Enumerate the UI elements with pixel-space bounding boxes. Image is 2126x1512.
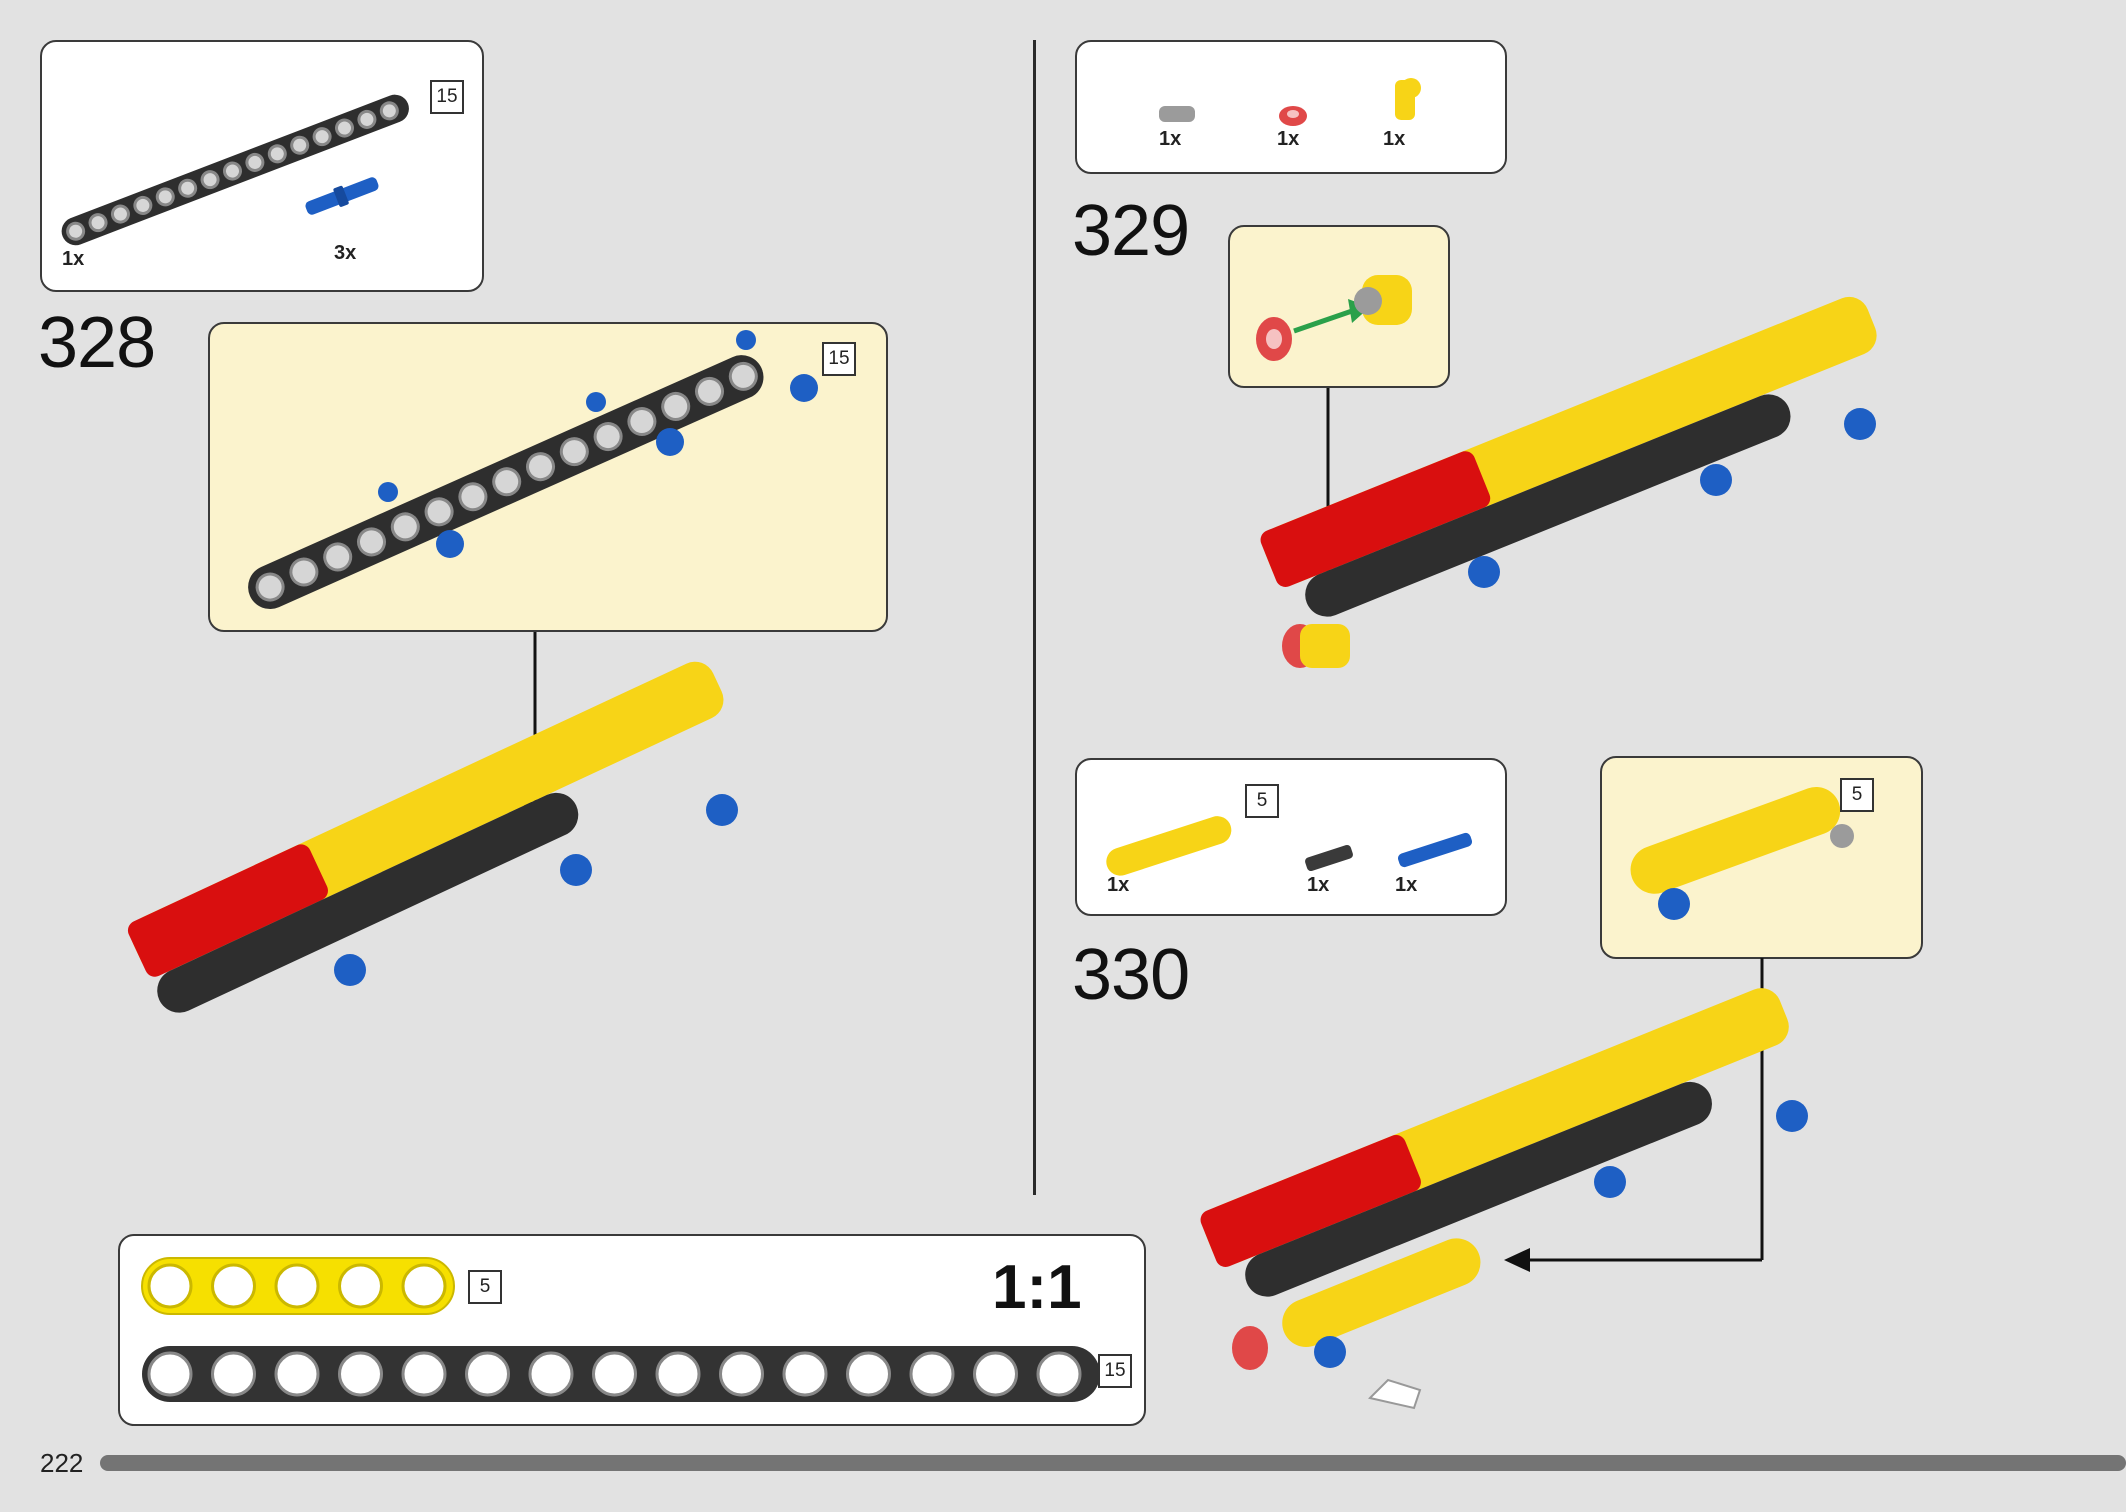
beam-hole xyxy=(1036,1351,1082,1397)
beam-hole xyxy=(133,195,153,215)
step-number-330: 330 xyxy=(1072,935,1190,1015)
beam-hole xyxy=(211,1263,256,1309)
qty-pin: 3x xyxy=(334,242,357,264)
beam-hole xyxy=(424,497,454,527)
qty-beam: 1x xyxy=(62,248,85,270)
beam-hole xyxy=(274,1263,320,1309)
beam-hole xyxy=(593,422,623,452)
beam-hole xyxy=(147,1351,193,1397)
length-badge-5: 5 xyxy=(468,1270,502,1304)
step-number-329: 329 xyxy=(1072,191,1190,271)
beam-hole xyxy=(973,1351,1018,1397)
beam-hole xyxy=(782,1351,828,1397)
callout-328: 15 xyxy=(208,322,888,632)
beam-with-pins-sub-assembly xyxy=(248,330,818,610)
beam-hole xyxy=(338,1351,383,1397)
length-badge: 15 xyxy=(822,342,856,376)
beam-hole xyxy=(728,361,758,391)
qty-axle-pin: 1x xyxy=(1159,128,1182,150)
beam-hole xyxy=(267,144,287,164)
beam-hole xyxy=(655,1351,701,1397)
beam-hole xyxy=(200,170,220,190)
parts-list-329: 1x 1x 1x xyxy=(1075,40,1507,174)
beam-hole xyxy=(88,213,108,233)
beam-hole xyxy=(290,135,310,155)
beam-hole xyxy=(178,178,198,198)
callout-330: 5 xyxy=(1600,756,1923,959)
scale-reference-box: 5 15 1:1 xyxy=(118,1234,1146,1426)
beam-hole xyxy=(528,1351,574,1397)
length-badge-15: 15 xyxy=(1098,1354,1132,1388)
beam-5-sub-assembly xyxy=(1630,786,1854,920)
model-assembly-330 xyxy=(1200,988,1808,1410)
qty-connector: 1x xyxy=(1383,128,1406,150)
beam-hole xyxy=(559,437,589,467)
page-divider xyxy=(1033,40,1036,1195)
beam-hole xyxy=(274,1351,320,1397)
beam-hole xyxy=(312,127,332,147)
model-assembly-328 xyxy=(127,661,738,1013)
beam-hole xyxy=(846,1351,891,1397)
beam-hole xyxy=(147,1263,193,1309)
beam-hole xyxy=(255,572,285,602)
beam-hole xyxy=(719,1351,764,1397)
qty-pin: 1x xyxy=(1395,874,1418,896)
beam-hole xyxy=(909,1351,955,1397)
step-number-328: 328 xyxy=(38,303,156,383)
beam-hole xyxy=(357,527,387,557)
beam-hole xyxy=(338,1263,383,1309)
scale-ratio: 1:1 xyxy=(992,1253,1082,1322)
beam-hole xyxy=(357,109,377,129)
page-number: 222 xyxy=(40,1448,84,1478)
length-badge: 5 xyxy=(1840,778,1874,812)
beam-hole xyxy=(66,221,86,241)
model-assembly-329 xyxy=(1260,296,1877,668)
beam-hole xyxy=(401,1351,447,1397)
beam-hole xyxy=(289,557,319,587)
beam-hole xyxy=(323,542,353,572)
beam-hole xyxy=(661,391,691,421)
beam-hole xyxy=(222,161,242,181)
beam-hole xyxy=(110,204,130,224)
length-badge: 15 xyxy=(430,80,464,114)
qty-bush: 1x xyxy=(1277,128,1300,150)
parts-330-icons xyxy=(1106,816,1473,876)
parts-list-328: 15 1x 3x xyxy=(40,40,484,292)
beam-hole xyxy=(211,1351,256,1397)
beam-hole xyxy=(335,118,355,138)
beam-hole xyxy=(592,1351,637,1397)
beam-hole xyxy=(155,187,175,207)
page-progress-bar xyxy=(100,1455,2126,1471)
scale-beams xyxy=(141,1257,1100,1402)
beam-hole xyxy=(695,376,725,406)
bush-connector-detail xyxy=(1256,275,1412,361)
beam-hole xyxy=(390,512,420,542)
qty-beam-5: 1x xyxy=(1107,874,1130,896)
beam-hole xyxy=(526,452,556,482)
qty-axle-pin: 1x xyxy=(1307,874,1330,896)
beam-hole xyxy=(379,101,399,121)
beam-15-black-part xyxy=(61,94,409,246)
beam-hole xyxy=(627,407,657,437)
parts-list-330: 5 1x 1x 1x xyxy=(1075,758,1507,916)
beam-hole xyxy=(465,1351,510,1397)
beam-hole xyxy=(458,482,488,512)
beam-hole xyxy=(492,467,522,497)
length-badge: 5 xyxy=(1245,784,1279,818)
beam-hole xyxy=(401,1263,447,1309)
callout-329 xyxy=(1228,225,1450,388)
beam-hole xyxy=(245,152,265,172)
parts-329-icons xyxy=(1159,78,1421,126)
